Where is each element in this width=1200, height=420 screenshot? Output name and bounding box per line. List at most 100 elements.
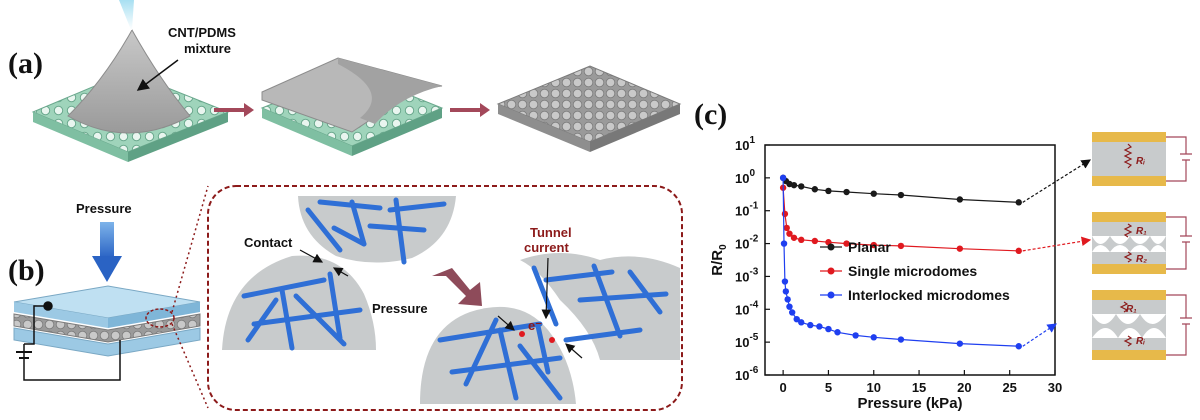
contact-arrow — [332, 267, 349, 277]
panel-a-label: (a) — [8, 47, 43, 80]
data-point — [956, 196, 964, 203]
data-point — [807, 321, 814, 329]
zoom-box — [207, 185, 683, 411]
panel-b-label: (b) — [8, 254, 45, 287]
resistor-label: R₁ — [1126, 304, 1137, 315]
mold-with-cone — [31, 0, 230, 162]
data-point — [825, 187, 832, 195]
electron-dot — [519, 331, 525, 337]
data-point — [870, 190, 877, 197]
y-tick-label: 101 — [735, 135, 755, 153]
pressure-label-left: Pressure — [76, 201, 132, 216]
annotation-arrow — [136, 59, 179, 91]
data-point — [843, 240, 850, 247]
dome-pair-left — [222, 196, 456, 351]
schematic-planar: Rᵢ — [1092, 132, 1192, 186]
data-point — [870, 334, 877, 341]
zoom-line — [171, 185, 209, 313]
y-axis-title: R/R0 — [709, 244, 729, 276]
x-tick-label: 0 — [780, 380, 787, 395]
cnt-pdms-label: CNT/PDMS — [168, 25, 236, 40]
x-tick-label: 25 — [1002, 380, 1016, 395]
tunnel-label: Tunnel — [530, 225, 572, 240]
legend-label: Interlocked microdomes — [848, 287, 1010, 303]
data-point — [897, 191, 905, 199]
resistor-label: R₂ — [1136, 254, 1147, 265]
data-point — [784, 296, 791, 303]
process-arrow-icon — [214, 103, 254, 117]
x-tick-label: 15 — [912, 380, 926, 395]
data-point — [816, 323, 823, 330]
y-tick-label: 10-4 — [735, 299, 759, 317]
zoom-line — [171, 323, 209, 409]
x-tick-label: 5 — [825, 380, 832, 395]
data-point — [788, 309, 796, 316]
microdome-film — [496, 65, 682, 152]
y-tick-label: 10-1 — [735, 201, 759, 219]
schematic-single: R₁ R₂ — [1092, 212, 1192, 274]
legend-label: Planar — [848, 239, 891, 255]
gap-arrow — [565, 343, 583, 359]
series-line-0 — [782, 177, 1019, 203]
data-point — [790, 234, 798, 241]
x-axis-title: Pressure (kPa) — [857, 395, 962, 412]
resistor-label: R₁ — [1136, 226, 1147, 237]
data-point — [897, 242, 905, 250]
data-point — [870, 241, 877, 249]
contact-arrow — [299, 249, 324, 263]
data-point — [798, 183, 805, 190]
mixture-label: mixture — [184, 41, 231, 56]
data-point — [852, 332, 859, 339]
data-point — [783, 224, 790, 232]
data-point — [781, 278, 789, 285]
current-label: current — [524, 240, 569, 255]
pressure-arrow-icon — [92, 222, 122, 282]
series-layer — [779, 174, 1022, 350]
data-point — [798, 236, 805, 244]
data-point — [843, 188, 850, 196]
connector-single — [1022, 236, 1092, 252]
y-tick-label: 10-5 — [735, 332, 759, 350]
gap-arrow — [497, 315, 515, 331]
panel-c-label: (c) — [694, 98, 727, 131]
connector-planar — [1022, 159, 1092, 203]
zoom-circle — [145, 308, 175, 328]
data-point — [779, 174, 787, 182]
nozzle-icon — [119, 0, 134, 30]
y-tick-label: 10-6 — [735, 365, 759, 383]
y-tick-label: 10-3 — [735, 266, 759, 284]
data-point — [956, 340, 964, 347]
data-point — [798, 319, 805, 326]
data-point — [834, 329, 841, 336]
contact-label: Contact — [244, 235, 293, 250]
tunnel-arrow — [541, 257, 552, 320]
process-arrow-icon — [450, 103, 490, 117]
resistor-label: Rᵢ — [1136, 336, 1145, 347]
data-point — [1015, 247, 1022, 255]
y-tick-label: 100 — [735, 168, 755, 186]
legend-swatch-dot — [827, 267, 835, 275]
data-point — [786, 230, 793, 237]
y-tick-label: 10-2 — [735, 234, 759, 252]
sensor-device — [13, 285, 201, 357]
x-tick-label: 20 — [957, 380, 971, 395]
data-point — [781, 210, 789, 218]
legend-swatch-dot — [827, 243, 835, 251]
connector-interlocked — [1022, 323, 1057, 347]
data-point — [811, 186, 819, 193]
data-point — [793, 315, 800, 323]
circuit-wire — [16, 301, 121, 381]
resistor-label: Rᵢ — [1136, 156, 1145, 167]
data-point — [790, 181, 798, 189]
data-point — [1015, 343, 1022, 350]
legend-swatch-dot — [827, 291, 835, 299]
data-point — [1015, 199, 1022, 206]
data-point — [782, 288, 790, 295]
x-tick-label: 30 — [1048, 380, 1062, 395]
electron-label: e⁻ — [528, 318, 542, 333]
transition-arrow-icon — [432, 268, 482, 306]
dome-pair-right — [420, 253, 680, 404]
